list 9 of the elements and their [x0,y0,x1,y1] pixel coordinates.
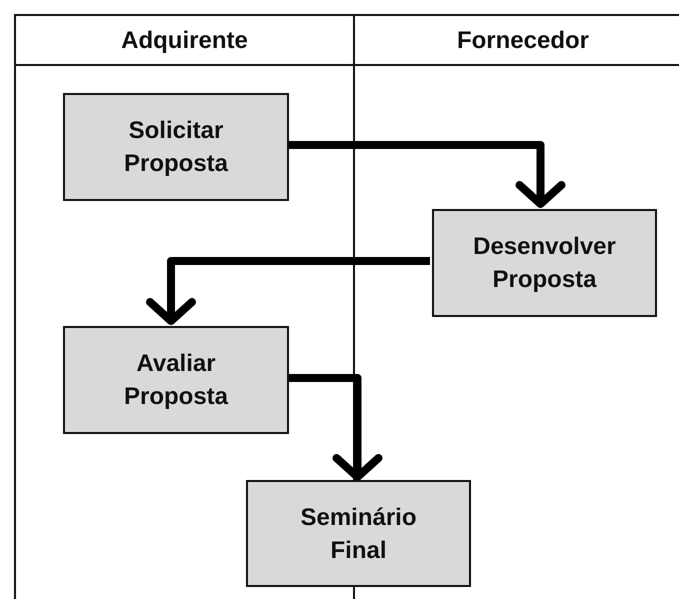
process-box: Desenvolver Proposta [432,209,657,317]
lane-heading: Adquirente [120,27,249,55]
arrow [288,141,566,208]
process-box: Seminário Final [246,480,471,587]
arrow [146,257,430,325]
process-box: Avaliar Proposta [63,326,289,434]
lane-heading: Fornecedor [456,27,590,55]
process-box: Solicitar Proposta [63,93,289,201]
arrow [288,374,382,481]
